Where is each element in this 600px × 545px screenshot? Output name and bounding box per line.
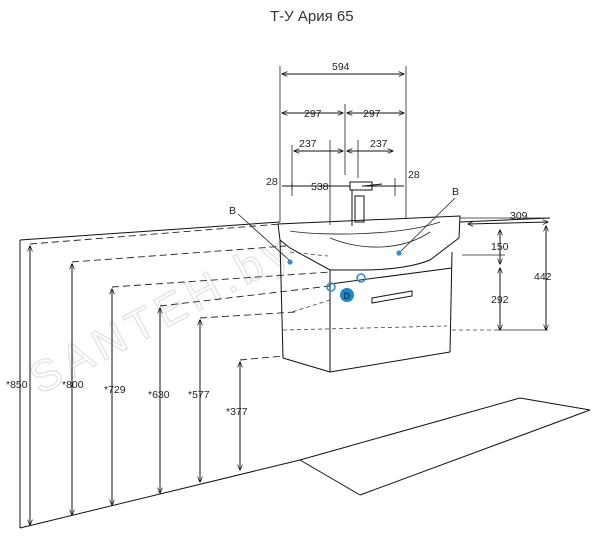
inlet-circle-left (326, 282, 336, 292)
dim-850: *850 (6, 379, 28, 391)
wall-and-floor (19, 217, 591, 529)
left-height-dimensions: *850 *800 *729 *630 *577 *377 (6, 246, 248, 525)
dim-237-right: 237 (370, 138, 388, 150)
dim-28-right: 28 (408, 169, 420, 181)
drawing-title: Т-У Ария 65 (270, 8, 354, 25)
dim-28-left: 28 (266, 176, 278, 188)
drain-marker (340, 288, 354, 302)
marker-b-left-label: B (229, 205, 236, 217)
inlet-circle-right (356, 273, 366, 283)
dim-150: 150 (491, 241, 509, 253)
dim-442: 442 (534, 271, 552, 283)
dim-237-left: 237 (299, 138, 317, 150)
marker-b-left-dot (287, 259, 293, 265)
dim-630: *630 (148, 389, 170, 401)
dimension-offsets: 237 237 (294, 138, 393, 151)
dim-594: 594 (332, 61, 350, 73)
dim-309: 309 (510, 210, 528, 222)
connection-markers: B B D (229, 186, 459, 302)
dim-729: *729 (104, 384, 126, 396)
dim-292: 292 (491, 294, 509, 306)
dim-538: 538 (311, 181, 329, 193)
dimension-halves: 297 297 (282, 108, 404, 120)
vanity-cabinet (277, 215, 498, 373)
dim-377: *377 (226, 406, 248, 418)
marker-b-right-label: B (452, 186, 459, 198)
drain-marker-label: D (344, 291, 351, 301)
dim-297-left: 297 (304, 108, 322, 120)
dimension-inner-width: 28 538 28 (266, 169, 420, 196)
dim-297-right: 297 (363, 108, 381, 120)
height-reference-lines (29, 223, 331, 361)
right-dimensions: 309 150 292 442 (460, 210, 552, 330)
faucet (349, 181, 383, 226)
dim-800: *800 (62, 379, 84, 391)
dimension-total-width: 594 (282, 61, 404, 74)
marker-b-right-dot (396, 250, 402, 256)
dim-577: *577 (188, 389, 210, 401)
